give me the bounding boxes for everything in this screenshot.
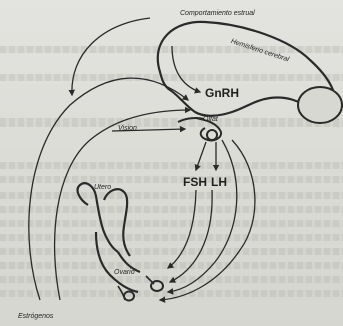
arrow-lh-to-ovary <box>170 190 212 282</box>
arrow-to-fsh <box>196 142 206 170</box>
arrow-fsh-to-ovary <box>168 190 196 268</box>
arrow-to-gnrh <box>172 46 200 92</box>
olfactory-bulb <box>178 118 204 122</box>
olfaction-label: Olfat <box>203 116 218 123</box>
behavior-label: Comportamiento estrual <box>180 10 255 17</box>
estrogens-label: Estrógenos <box>18 313 53 320</box>
vision-label: Vision <box>118 125 137 132</box>
oviduct-right <box>146 276 154 284</box>
cerebellum-outline <box>298 87 342 123</box>
oviduct-left <box>118 286 125 300</box>
lh-label: LH <box>211 176 227 188</box>
arrow-right-loop-2 <box>168 140 237 292</box>
arrow-behavior-loop <box>72 18 150 95</box>
gnrh-label: GnRH <box>205 87 239 99</box>
uterus-label: Utero <box>94 184 111 191</box>
arrow-right-loop <box>160 140 255 300</box>
ovary-label: Ovario <box>114 269 135 276</box>
fsh-label: FSH <box>183 176 207 188</box>
pituitary-gland <box>207 130 217 140</box>
